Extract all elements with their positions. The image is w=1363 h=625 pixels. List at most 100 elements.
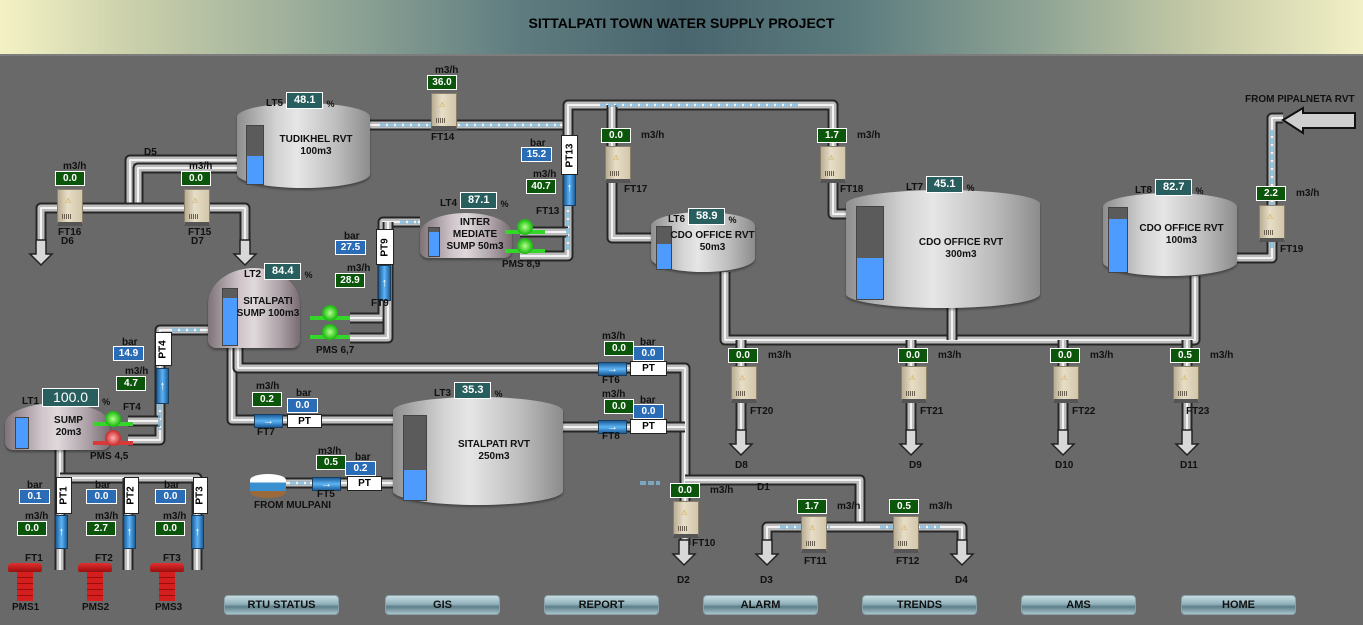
tank-capacity: SUMP 50m3 (446, 241, 504, 252)
nav-button-trends[interactable]: TRENDS (862, 595, 977, 615)
pressure-transmitter-ft5[interactable]: PT (347, 476, 382, 491)
pump-icon[interactable] (310, 305, 350, 322)
flow-meter-cabinet-icon[interactable]: ⚠ (801, 516, 827, 553)
pressure-transmitter-ft2[interactable]: PT2 (124, 477, 139, 514)
inline-flow-meter-ft8[interactable]: → (598, 420, 627, 434)
level-value: 87.1 (460, 192, 498, 209)
pressure-transmitter-ft13[interactable]: PT13 (561, 135, 578, 175)
pressure-transmitter-tag: PT9 (379, 237, 391, 257)
flow-meter-cabinet-icon[interactable]: ⚠ (1173, 366, 1199, 403)
pipe-highlight (724, 272, 1196, 341)
flow-meter-cabinet-icon[interactable]: ⚠ (731, 366, 757, 403)
flow-value-ft16: 0.0 (55, 171, 85, 186)
vertical-pump-icon[interactable] (8, 563, 42, 603)
pipe-highlight (137, 167, 237, 208)
pressure-transmitter-ft3[interactable]: PT3 (193, 477, 208, 514)
inline-flow-meter-ft13[interactable]: ↑ (563, 170, 576, 206)
inline-flow-meter-ft7[interactable]: → (254, 414, 283, 428)
level-value: 82.7 (1155, 179, 1193, 196)
pressure-unit: bar (344, 231, 360, 242)
level-gauge-fill (657, 244, 671, 269)
level-value: 35.3 (454, 382, 492, 399)
flow-meter-tag: FT10 (692, 538, 716, 549)
tank-name-text: CDO OFFICE RVT (918, 237, 1004, 248)
source-label-pipalneta: FROM PIPALNETA RVT (1245, 94, 1355, 105)
drain-arrow-icon (1050, 429, 1076, 457)
flow-meter-cabinet-icon[interactable]: ⚠ (1053, 366, 1079, 403)
nav-button-ams[interactable]: AMS (1021, 595, 1136, 615)
flow-value-ft15: 0.0 (181, 171, 211, 186)
inline-flow-meter-ft2[interactable]: ↑ (123, 515, 136, 549)
nav-button-gis[interactable]: GIS (385, 595, 500, 615)
drain-label: D3 (760, 575, 773, 586)
inline-flow-meter-ft9[interactable]: ↑ (378, 265, 391, 301)
flow-meter-tag: FT7 (257, 427, 275, 438)
nav-button-home[interactable]: HOME (1181, 595, 1296, 615)
inline-flow-meter-ft6[interactable]: → (598, 362, 627, 376)
pump-icon[interactable] (93, 411, 133, 428)
pump-icon[interactable] (310, 324, 350, 341)
flow-value-ft4: 4.7 (116, 376, 146, 391)
flow-meter-cabinet-icon[interactable]: ⚠ (57, 189, 83, 226)
pipe-highlight (766, 526, 963, 545)
pressure-transmitter-ft8[interactable]: PT (630, 419, 667, 434)
pump-icon[interactable] (505, 219, 545, 236)
inline-flow-meter-ft4[interactable]: ↑ (156, 368, 169, 404)
flow-meter-cabinet-icon[interactable]: ⚠ (901, 366, 927, 403)
flow-value-ft22: 0.0 (1050, 348, 1080, 363)
flow-value-ft17: 0.0 (601, 128, 631, 143)
flow-meter-cabinet-icon[interactable]: ⚠ (820, 146, 846, 183)
inline-flow-meter-ft5[interactable]: → (312, 477, 341, 491)
pressure-transmitter-ft9[interactable]: PT9 (376, 229, 394, 265)
arrow-up-icon: ↑ (58, 526, 65, 538)
flow-meter-cabinet-icon[interactable]: ⚠ (1259, 205, 1285, 242)
flow-meter-cabinet-icon[interactable]: ⚠ (184, 189, 210, 226)
level-gauge-fill (857, 257, 883, 299)
flow-meter-cabinet-icon[interactable]: ⚠ (605, 146, 631, 183)
pressure-transmitter-ft6[interactable]: PT (630, 361, 667, 376)
flow-value-ft3: 0.0 (155, 521, 185, 536)
pressure-value: 0.2 (345, 461, 376, 476)
level-value: 84.4 (264, 263, 302, 280)
pressure-transmitter-ft4[interactable]: PT4 (155, 332, 172, 366)
pump-icon[interactable] (505, 238, 545, 255)
flow-unit: m3/h (710, 485, 734, 496)
pressure-transmitter-ft1[interactable]: PT1 (56, 477, 72, 514)
pressure-transmitter-tag: PT13 (564, 143, 575, 167)
flow-meter-tag: FT21 (920, 406, 944, 417)
drain-arrow-icon (728, 429, 754, 457)
nav-button-alarm[interactable]: ALARM (703, 595, 818, 615)
pump-impeller (105, 430, 121, 446)
warning-icon: ⚠ (613, 155, 620, 162)
arrow-up-icon: ↑ (159, 380, 166, 392)
flow-meter-cabinet-icon[interactable]: ⚠ (673, 501, 699, 538)
pipe-highlight (685, 479, 861, 527)
vertical-pump-icon[interactable] (150, 563, 184, 603)
pump-icon[interactable] (93, 430, 133, 447)
drain-arrow-icon (671, 539, 697, 567)
flow-meter-cabinet-icon[interactable]: ⚠ (431, 93, 457, 130)
warning-icon: ⚠ (901, 525, 908, 532)
flow-value-ft10: 0.0 (670, 483, 700, 498)
level-value: 100.0 (42, 388, 100, 407)
inline-flow-meter-ft1[interactable]: ↑ (55, 515, 68, 549)
flow-meter-cabinet-icon[interactable]: ⚠ (893, 516, 919, 553)
nav-button-report[interactable]: REPORT (544, 595, 659, 615)
vertical-pump-icon[interactable] (78, 563, 112, 603)
pressure-transmitter-ft7[interactable]: PT (287, 414, 322, 428)
inline-flow-meter-ft3[interactable]: ↑ (191, 515, 204, 549)
warning-icon: ⚠ (828, 155, 835, 162)
nav-button-rtu-status[interactable]: RTU STATUS (224, 595, 339, 615)
